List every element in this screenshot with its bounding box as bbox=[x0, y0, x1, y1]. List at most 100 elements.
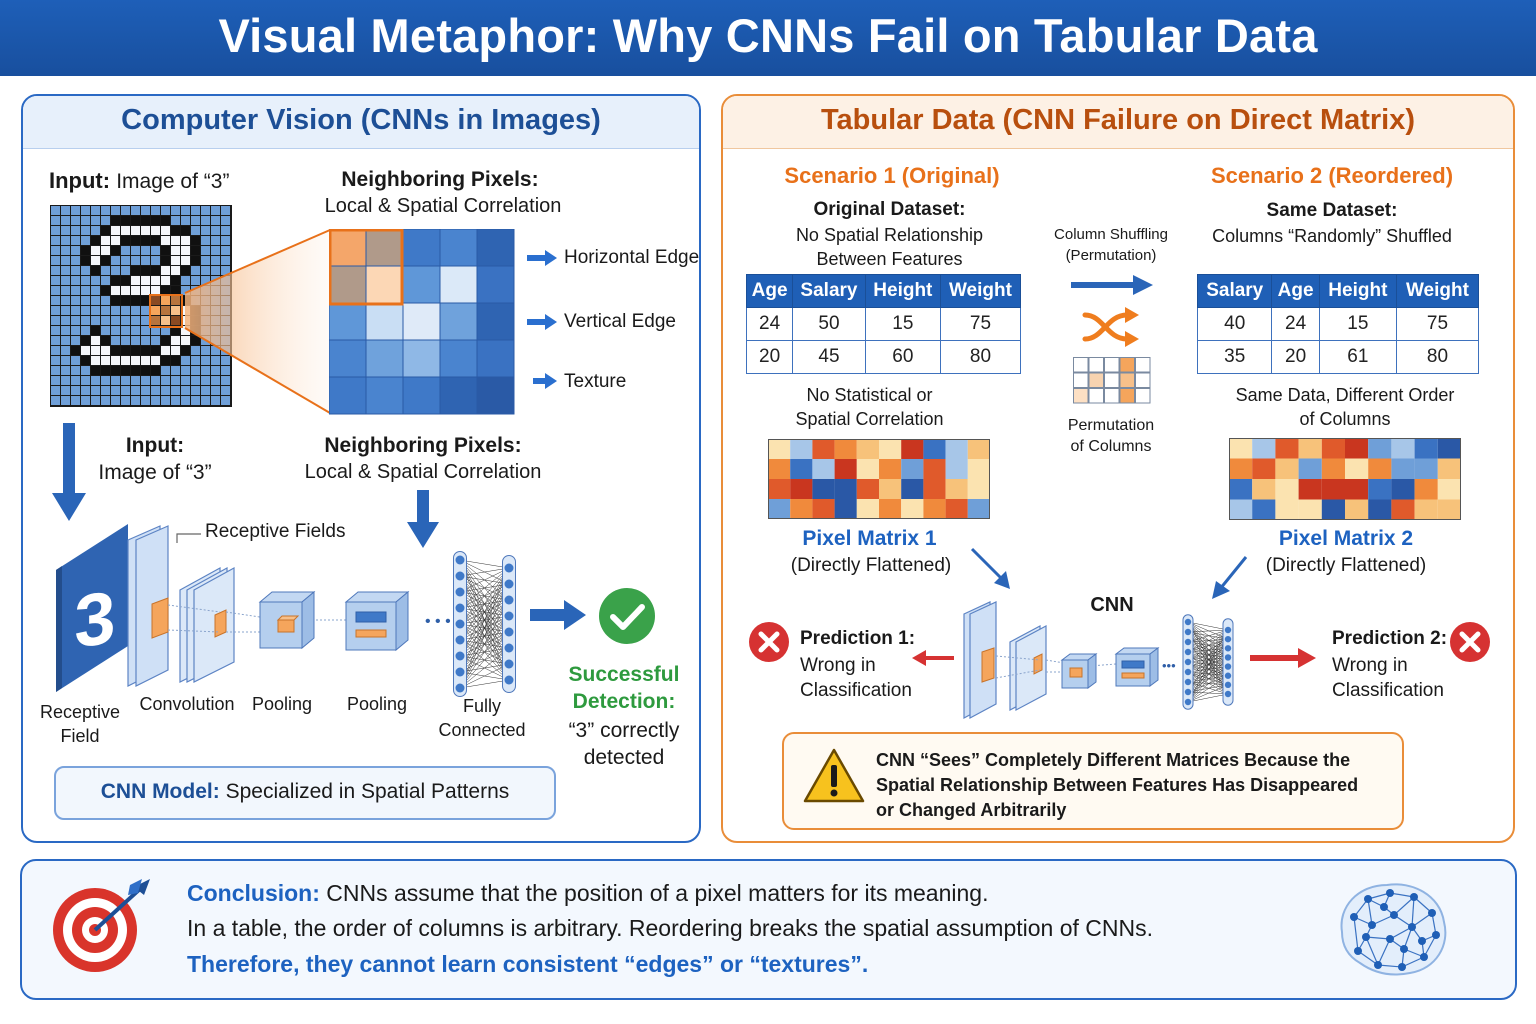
fc-node bbox=[504, 643, 514, 653]
digit-pixel bbox=[131, 306, 140, 315]
heatmap-cell bbox=[1275, 438, 1299, 459]
brain-link bbox=[1377, 964, 1403, 968]
digit-pixel bbox=[51, 336, 60, 345]
digit-pixel bbox=[181, 256, 190, 265]
digit-pixel bbox=[141, 216, 150, 225]
digit-pixel bbox=[81, 316, 90, 325]
digit-pixel bbox=[151, 206, 160, 215]
digit-pixel bbox=[101, 306, 110, 315]
digit-pixel bbox=[181, 216, 190, 225]
digit-pixel bbox=[181, 246, 190, 255]
digit-pixel bbox=[211, 346, 220, 355]
svg-text:• • •: • • • bbox=[425, 613, 451, 630]
digit-pixel bbox=[111, 366, 120, 375]
digit-pixel bbox=[171, 226, 180, 235]
neighbor-title: Neighboring Pixels: bbox=[341, 168, 539, 191]
input2-label: Input: bbox=[125, 434, 185, 457]
digit-pixel bbox=[121, 396, 130, 405]
digit-pixel bbox=[141, 276, 150, 285]
digit-pixel bbox=[121, 336, 130, 345]
brain-node bbox=[1428, 909, 1436, 917]
perm-cell bbox=[1088, 357, 1104, 373]
digit-pixel bbox=[121, 276, 130, 285]
digit-pixel bbox=[141, 316, 150, 325]
digit-pixel bbox=[91, 356, 100, 365]
fc-connection bbox=[1187, 641, 1229, 667]
digit-pixel bbox=[221, 256, 230, 265]
digit-pixel bbox=[151, 236, 160, 245]
digit-pixel bbox=[161, 276, 170, 285]
feature-horizontal-edge: Horizontal Edge bbox=[564, 247, 700, 268]
warning-box bbox=[782, 732, 1404, 830]
digit-pixel bbox=[71, 306, 80, 315]
digit-pixel bbox=[51, 326, 60, 335]
heatmap-cell bbox=[901, 439, 924, 459]
fc-connection bbox=[1187, 666, 1229, 673]
patch-pixel bbox=[439, 376, 478, 415]
fc-connection bbox=[1187, 651, 1229, 686]
heatmap-cell bbox=[1368, 479, 1392, 500]
heatmap-cell bbox=[1437, 499, 1461, 520]
digit-pixel bbox=[121, 356, 130, 365]
fc-node bbox=[455, 619, 465, 629]
digit-pixel bbox=[61, 396, 70, 405]
digit-pixel bbox=[71, 276, 80, 285]
digit-pixel bbox=[151, 246, 160, 255]
table-cell: 75 bbox=[939, 307, 1022, 341]
fc-connection bbox=[1187, 621, 1229, 695]
digit-pixel bbox=[161, 396, 170, 405]
digit-pixel bbox=[141, 376, 150, 385]
fc-node bbox=[455, 587, 465, 597]
digit-pixel bbox=[141, 236, 150, 245]
scenario-1-title: Scenario 1 (Original) bbox=[784, 163, 1000, 188]
digit-pixel bbox=[101, 316, 110, 325]
digit-pixel bbox=[161, 346, 170, 355]
digit-pixel bbox=[121, 236, 130, 245]
digit-pixel bbox=[191, 206, 200, 215]
heatmap-cell bbox=[1321, 479, 1345, 500]
target-icon bbox=[53, 879, 150, 972]
brain-outline bbox=[1340, 883, 1447, 976]
heatmap-cell bbox=[1275, 458, 1299, 479]
digit-pixel bbox=[121, 246, 130, 255]
digit-pixel bbox=[111, 236, 120, 245]
digit-pixel bbox=[101, 226, 110, 235]
digit-pixel bbox=[191, 336, 200, 345]
error-icon bbox=[1450, 622, 1490, 662]
fc-connection bbox=[459, 663, 510, 689]
fc-connection bbox=[459, 567, 510, 625]
brain-node bbox=[1374, 961, 1382, 969]
digit-pixel bbox=[51, 356, 60, 365]
digit-pixel bbox=[101, 216, 110, 225]
heatmap-cell bbox=[812, 439, 835, 459]
digit-pixel bbox=[121, 206, 130, 215]
digit-pixel bbox=[151, 366, 160, 375]
patch-pixel bbox=[439, 302, 478, 341]
heatmap-cell bbox=[879, 459, 902, 479]
digit-pixel bbox=[111, 316, 120, 325]
digit-pixel bbox=[171, 356, 180, 365]
digit-pixel bbox=[71, 366, 80, 375]
digit-pixel bbox=[181, 356, 190, 365]
digit-pixel bbox=[181, 206, 190, 215]
heatmap-cell bbox=[856, 439, 879, 459]
perm-cell bbox=[1073, 388, 1089, 404]
down-arrow-left bbox=[52, 423, 86, 521]
heatmap-cell bbox=[1391, 458, 1415, 479]
feature-texture: Texture bbox=[564, 371, 627, 392]
digit-pixel bbox=[81, 216, 90, 225]
pixel-matrix-1-title: Pixel Matrix 1 bbox=[802, 527, 937, 550]
fc-node bbox=[455, 651, 465, 661]
digit-pixel bbox=[171, 306, 180, 315]
patch-pixel bbox=[476, 376, 515, 415]
patch-pixel bbox=[329, 376, 367, 415]
digit-pixel bbox=[91, 226, 100, 235]
heatmap-cell bbox=[768, 499, 791, 519]
fc-connection bbox=[1187, 638, 1229, 673]
fc-connection bbox=[459, 567, 510, 673]
digit-pixel bbox=[111, 306, 120, 315]
digit-pixel bbox=[181, 326, 190, 335]
fc-node bbox=[1184, 628, 1192, 636]
digit-pixel bbox=[101, 296, 110, 305]
digit-pixel bbox=[71, 206, 80, 215]
